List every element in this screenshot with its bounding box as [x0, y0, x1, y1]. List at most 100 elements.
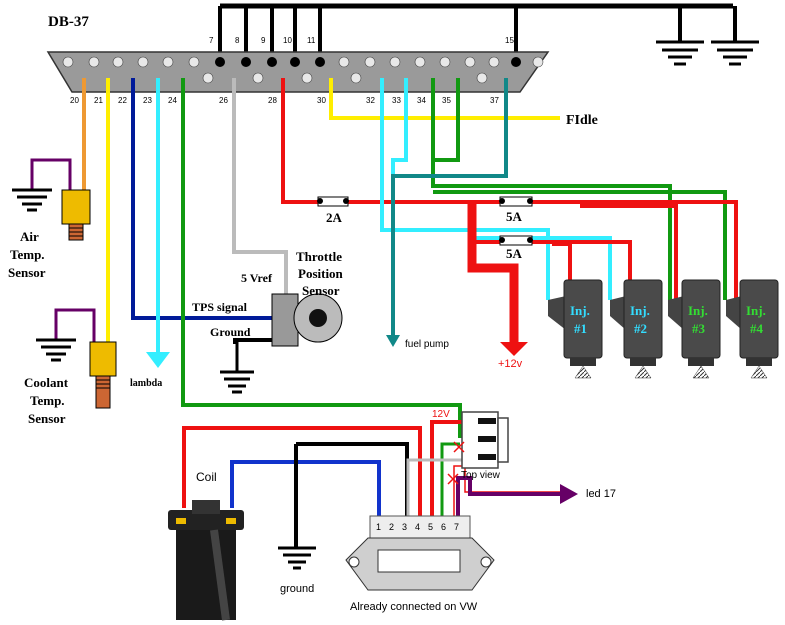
wire-tps-signal	[131, 78, 272, 320]
injector-3-number: #3	[692, 321, 706, 336]
ignition-coil	[168, 500, 244, 621]
connector-title: DB-37	[48, 14, 89, 30]
module-pin-1: 1	[376, 522, 381, 532]
svg-text:Temp.: Temp.	[30, 393, 65, 408]
coolant-temp-sensor	[36, 308, 117, 409]
fuel-pump-label: fuel pump	[405, 339, 449, 350]
injectors: Inj. #1 Inj. #2 Inj. #3 Inj. #4	[548, 279, 779, 379]
wire-inj-2	[391, 78, 408, 178]
throttle-position-sensor	[220, 293, 343, 394]
top-pin-numbers: 7 8 9 10 11 15	[209, 36, 514, 45]
module-pin-2: 2	[389, 522, 394, 532]
svg-text:Coolant: Coolant	[24, 375, 69, 390]
svg-text:Sensor: Sensor	[302, 283, 340, 298]
wires	[82, 78, 738, 438]
injector-1	[548, 279, 603, 379]
svg-text:11: 11	[307, 36, 316, 45]
ground-bus	[218, 3, 737, 60]
fuse-2a-icon	[317, 196, 349, 207]
module-pin-3: 3	[402, 522, 407, 532]
lambda-arrow-icon	[146, 352, 170, 368]
led-label: led 17	[586, 488, 616, 500]
fuel-pump-arrow-icon	[386, 335, 400, 347]
svg-text:23: 23	[143, 96, 152, 105]
svg-text:33: 33	[392, 96, 401, 105]
top-view-label: Top view	[461, 470, 501, 481]
svg-text:8: 8	[235, 36, 240, 45]
ground-label: ground	[280, 583, 314, 595]
air-temp-sensor	[12, 158, 91, 241]
fuse-5a-icon	[499, 196, 533, 207]
plus12v-arrow-icon	[500, 342, 528, 356]
svg-text:Sensor: Sensor	[8, 265, 46, 280]
wire-plus12v-main	[467, 202, 519, 342]
fuse-2a-label: 2A	[326, 210, 343, 225]
injector-4	[726, 279, 779, 379]
wire-fuel-pump	[391, 78, 508, 335]
fuse-5a-label: 5A	[506, 246, 523, 261]
svg-text:Temp.: Temp.	[10, 247, 45, 262]
chassis-ground-icon	[656, 40, 704, 66]
wire-inj-3	[431, 78, 672, 300]
module-caption: Already connected on VW	[350, 601, 478, 613]
wire-5v-ref	[232, 78, 288, 294]
coolant-temp-label: Coolant Temp. Sensor	[24, 375, 69, 426]
wire-5a-bus	[472, 200, 738, 300]
svg-text:15: 15	[505, 36, 514, 45]
fidle-label: FIdle	[566, 113, 598, 128]
coil-label: Coil	[196, 470, 217, 484]
ground-icon	[278, 546, 316, 570]
svg-text:Throttle: Throttle	[296, 249, 342, 264]
svg-text:35: 35	[442, 96, 451, 105]
injector-4-number: #4	[750, 321, 764, 336]
module-pin-5: 5	[428, 522, 433, 532]
bottom-pin-numbers: 20 21 22 23 24 26 28 30 32 33 34 35 37	[70, 96, 499, 105]
svg-text:Position: Position	[298, 266, 344, 281]
relay-12v-label: 12V	[432, 409, 450, 420]
injector-2	[610, 279, 663, 379]
svg-text:Air: Air	[20, 229, 39, 244]
plus12v-label: +12v	[498, 358, 523, 370]
injector-2-label: Inj.	[630, 303, 650, 318]
svg-text:26: 26	[219, 96, 228, 105]
led-arrow-icon	[560, 484, 578, 504]
svg-text:34: 34	[417, 96, 426, 105]
injector-4-label: Inj.	[746, 303, 766, 318]
svg-text:20: 20	[70, 96, 79, 105]
svg-text:32: 32	[366, 96, 375, 105]
wire-coil-minus	[230, 460, 381, 518]
vref-label: 5 Vref	[241, 271, 273, 285]
svg-text:24: 24	[168, 96, 177, 105]
wire-module-ground	[296, 442, 409, 518]
svg-text:10: 10	[283, 36, 292, 45]
svg-text:22: 22	[118, 96, 127, 105]
injector-1-label: Inj.	[570, 303, 590, 318]
chassis-ground-icon	[711, 40, 759, 66]
module-pin-7: 7	[454, 522, 459, 532]
db37-connector	[46, 51, 550, 93]
module-pin-4: 4	[415, 522, 420, 532]
tps-ground-label: Ground	[210, 325, 251, 339]
svg-text:28: 28	[268, 96, 277, 105]
connector-top-pins	[215, 57, 521, 67]
ignition-module: 1 2 3 4 5 6 7	[345, 515, 495, 591]
svg-text:9: 9	[261, 36, 266, 45]
connector-pin-holes	[62, 56, 544, 84]
svg-text:7: 7	[209, 36, 214, 45]
tps-title: Throttle Position Sensor	[296, 249, 344, 298]
wire-coil-plus	[182, 426, 422, 518]
injector-3-label: Inj.	[688, 303, 708, 318]
svg-text:21: 21	[94, 96, 103, 105]
svg-text:Sensor: Sensor	[28, 411, 66, 426]
relay	[447, 411, 509, 485]
svg-text:37: 37	[490, 96, 499, 105]
air-temp-label: Air Temp. Sensor	[8, 229, 46, 280]
injector-2-number: #2	[634, 321, 647, 336]
lambda-label: lambda	[130, 378, 162, 389]
tps-signal-label: TPS signal	[192, 300, 248, 314]
wire-inj-4	[433, 78, 460, 162]
wire-inj-1	[380, 78, 550, 300]
fuse-5a-label: 5A	[506, 209, 523, 224]
module-pin-6: 6	[441, 522, 446, 532]
